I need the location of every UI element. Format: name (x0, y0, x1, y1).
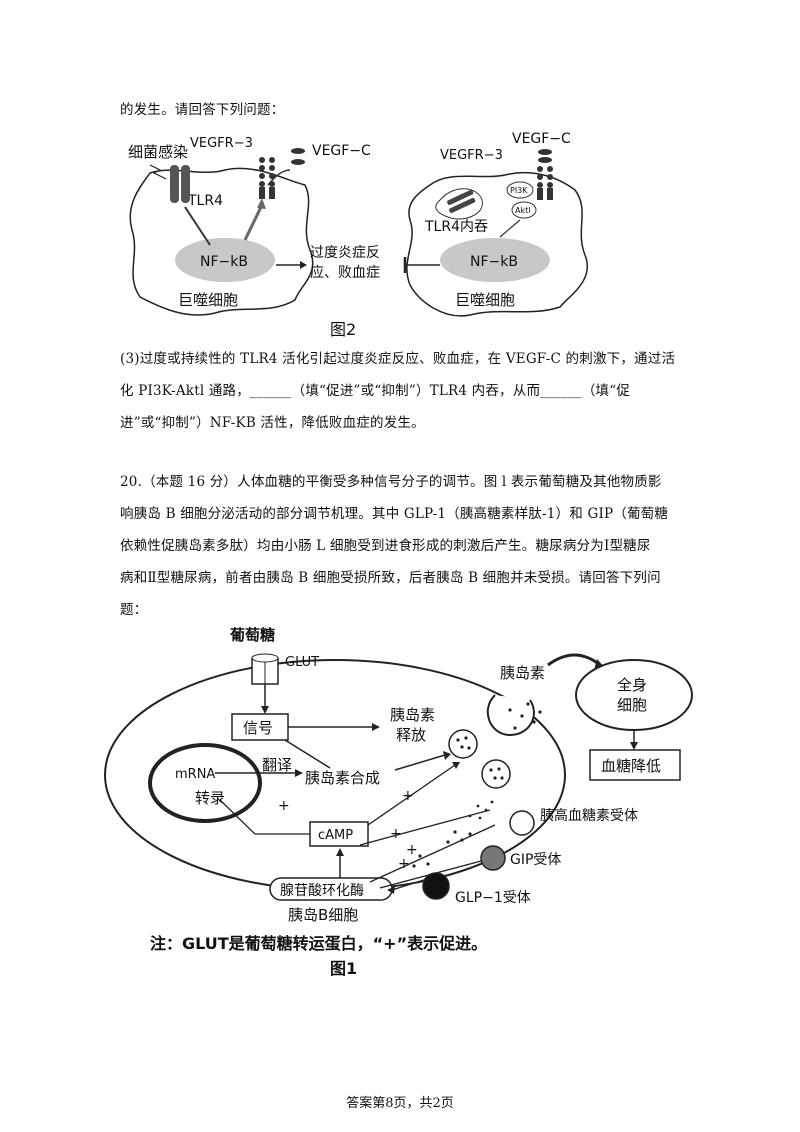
blood-sugar-label: 血糖降低 (601, 757, 661, 775)
nucleus (148, 743, 262, 823)
tlr4-label-left: TLR4 (187, 193, 223, 209)
nucleus-left (175, 238, 275, 282)
plus-sign: + (406, 842, 418, 858)
adenylate-cyclase-label: 腺苷酸环化酶 (280, 883, 364, 899)
bacteria-label: 细菌感染 (128, 143, 188, 161)
q20-line-5: 题： (120, 602, 148, 618)
vegfc-ligand-left (291, 148, 305, 154)
camp-box (309, 821, 369, 847)
cell-label-left: 巨噬细胞 (178, 291, 238, 309)
outcome-label-2: 应、败血症 (310, 264, 380, 281)
body-cells-label-2: 细胞 (617, 696, 647, 714)
plus-sign: + (398, 856, 410, 872)
plus-sign: + (402, 788, 414, 804)
mrna-label: mRNA (175, 767, 215, 782)
vegfr3-receptor-right (537, 149, 553, 200)
plus-sign: + (390, 826, 402, 842)
glucagon-receptor-icon (509, 810, 535, 836)
endosome-icon (435, 188, 483, 220)
body-cells-label-1: 全身 (617, 676, 647, 694)
glucose-label: 葡萄糖 (229, 626, 275, 644)
nfkb-label-left: NF−kB (200, 254, 248, 270)
aktl-icon (511, 201, 537, 219)
gip-receptor-label: GIP受体 (510, 852, 561, 868)
lightning-icon (149, 164, 167, 180)
pi3k-icon (506, 181, 534, 199)
glut-transporter-icon (251, 653, 279, 685)
q3-line-1: (3)过度或持续性的 TLR4 活化引起过度炎症反应、败血症，在 VEGF-C … (120, 351, 676, 367)
vegfr3-label-right: VEGFR−3 (440, 148, 503, 163)
translate-label: 翻译 (262, 756, 292, 774)
q20-line-1: 20.（本题 16 分）人体血糖的平衡受多种信号分子的调节。图 l 表示葡萄糖及… (120, 474, 662, 490)
tlr4-receptor-left (170, 165, 179, 203)
glp1-receptor-icon (422, 872, 450, 900)
blood-sugar-box (589, 749, 681, 781)
q20-line-2: 响胰岛 B 细胞分泌活动的部分调节机理。其中 GLP-1（胰高糖素样肽-1）和 … (120, 506, 669, 522)
signal-box (231, 713, 289, 741)
figure-2-caption: 图2 (330, 320, 357, 339)
glucagon-receptor-label: 胰高血糖素受体 (540, 807, 638, 824)
figure-1-note: 注：GLUT是葡萄糖转运蛋白，“+”表示促进。 (150, 934, 488, 953)
glp1-receptor-label: GLP−1受体 (455, 890, 531, 906)
figure-1-caption: 图1 (330, 959, 358, 978)
intro-text: 的发生。请回答下列问题： (120, 102, 285, 118)
nfkb-label-right: NF−kB (470, 254, 518, 270)
insulin-release-label-2: 释放 (396, 726, 426, 744)
q3-line-3: 进”或“抑制”）NF-KB 活性，降低败血症的发生。 (120, 415, 425, 431)
nucleus-right (440, 238, 550, 282)
insulin-synthesis-label: 胰岛素合成 (305, 769, 380, 787)
body-cells-circle (575, 659, 693, 731)
insulin-vesicle (448, 729, 478, 759)
tlr4-endocytosis-label: TLR4内吞 (424, 219, 488, 235)
figure-1: 葡萄糖 GLUT 信号 胰岛素 释放 mRNA 翻译 转录 胰岛素合成 胰岛素 … (104, 626, 693, 924)
transcribe-label: 转录 (195, 789, 225, 807)
insulin-vesicle (481, 759, 511, 789)
pi3k-label: PI3K (510, 186, 528, 195)
vegfr3-label-left: VEGFR−3 (190, 136, 253, 151)
camp-label: cAMP (318, 828, 353, 843)
q20-line-3: 依赖性促胰岛素多肽）均由小肠 L 细胞受到进食形成的刺激后产生。糖尿病分为Ⅰ型糖… (120, 538, 651, 554)
aktl-label: Aktl (515, 206, 530, 215)
insulin-release-label-1: 胰岛素 (390, 706, 435, 724)
insulin-out-label: 胰岛素 (500, 664, 545, 682)
plus-sign: + (278, 798, 290, 814)
page-footer: 答案第8页，共2页 (346, 1096, 454, 1111)
cell-label-right: 巨噬细胞 (455, 291, 515, 309)
beta-cell-label: 胰岛B细胞 (288, 906, 358, 924)
outcome-label-1: 过度炎症反 (310, 245, 380, 261)
gip-receptor-icon (480, 845, 506, 871)
figure-2: NF−kB 细菌感染 VEGFR−3 VEGF−C TLR4 巨噬细胞 过度炎症… (128, 131, 588, 317)
q3-line-2: 化 PI3K-Aktl 通路，______（填“促进”或“抑制”）TLR4 内吞… (120, 383, 631, 399)
signal-label: 信号 (243, 719, 273, 737)
q20-line-4: 病和Ⅱ型糖尿病，前者由胰岛 B 细胞受损所致，后者胰岛 B 细胞并未受损。请回答… (120, 570, 661, 586)
glut-label: GLUT (285, 655, 319, 670)
vegfc-label-left: VEGF−C (312, 143, 371, 159)
vegfc-label-right: VEGF−C (512, 131, 571, 147)
